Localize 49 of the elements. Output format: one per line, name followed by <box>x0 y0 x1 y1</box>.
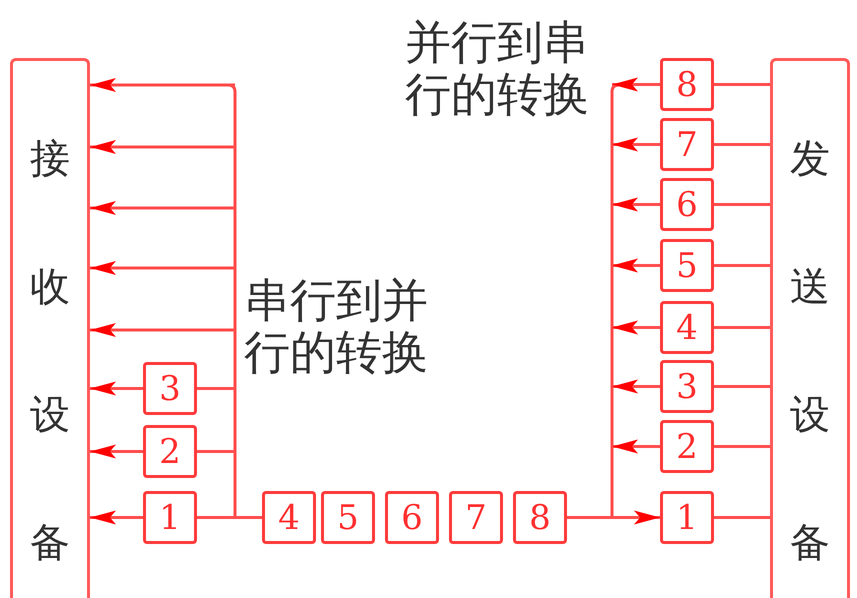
bit-box: 7 <box>449 491 503 544</box>
bit-box: 8 <box>513 491 567 544</box>
arrow <box>612 78 660 92</box>
connector-line <box>714 516 770 519</box>
arrow <box>612 138 660 152</box>
bit-box: 6 <box>660 178 714 231</box>
device-panel <box>770 58 850 598</box>
bit-box: 1 <box>660 491 714 544</box>
arrow <box>90 78 235 92</box>
arrow <box>567 510 660 524</box>
bit-box: 3 <box>660 360 714 413</box>
bit-box: 8 <box>660 58 714 111</box>
arrow <box>90 261 235 275</box>
connector-line <box>714 445 770 448</box>
device-panel <box>10 58 90 598</box>
bit-box: 4 <box>262 491 316 544</box>
device-label: 接收设备 <box>30 135 70 568</box>
annotation-text: 串行到并行的转换 <box>244 274 429 378</box>
annotation-text: 并行到串行的转换 <box>405 16 590 120</box>
connector-line <box>714 83 770 86</box>
arrow <box>90 382 143 396</box>
arrow <box>612 258 660 272</box>
connector-line <box>714 143 770 146</box>
arrow <box>90 510 143 524</box>
arrow <box>612 198 660 212</box>
connector-line <box>714 264 770 267</box>
bit-box: 5 <box>321 491 375 544</box>
bit-box: 5 <box>660 239 714 292</box>
connector-line <box>714 203 770 206</box>
bit-box: 7 <box>660 118 714 171</box>
arrow <box>90 444 143 458</box>
connector-line <box>197 516 262 519</box>
bit-box: 2 <box>660 420 714 473</box>
device-label: 发送设备 <box>790 135 830 568</box>
arrow <box>90 323 235 337</box>
bit-box: 6 <box>385 491 439 544</box>
arrow <box>612 380 660 394</box>
connector-line <box>714 385 770 388</box>
connector-line <box>714 326 770 329</box>
arrow <box>612 440 660 454</box>
arrow <box>612 320 660 334</box>
bit-box: 4 <box>660 301 714 354</box>
bit-box: 1 <box>143 491 197 544</box>
connector-line <box>197 450 235 453</box>
bit-box: 3 <box>143 362 197 415</box>
connector-line <box>197 387 235 390</box>
bit-box: 2 <box>143 425 197 478</box>
arrow <box>90 140 235 154</box>
arrow <box>90 201 235 215</box>
